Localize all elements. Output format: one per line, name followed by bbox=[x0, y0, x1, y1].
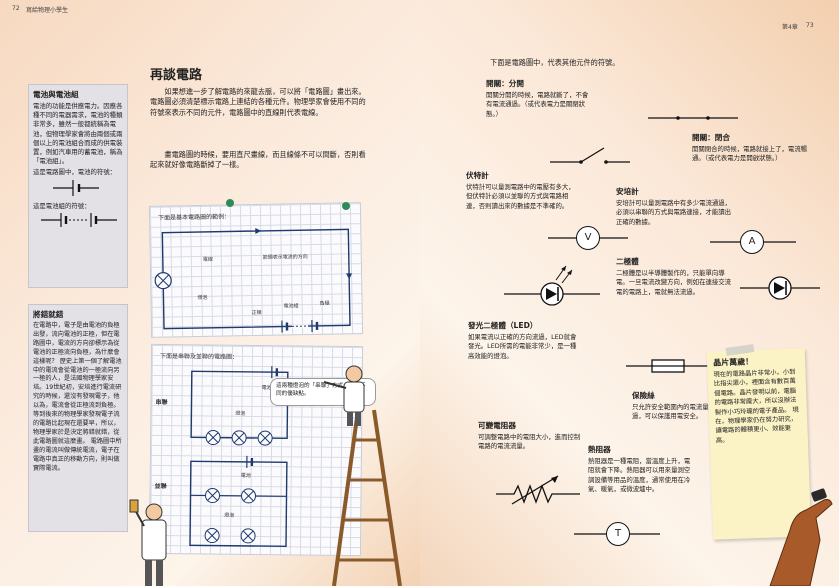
basic-circuit-diagram: 下面是基本電路圖的範例： 電線 燈泡 箭頭表示電流的方向 正極 電池組 負極 bbox=[148, 202, 364, 338]
label-positive: 正極 bbox=[251, 309, 262, 317]
chip-note-text: 現在的電路晶片非常小，小到比指尖還小，裡面含有數百萬個電路。晶片發明以前，電腦的… bbox=[713, 368, 799, 445]
led-icon bbox=[504, 265, 600, 306]
chip-note-title: 晶片萬歲！ bbox=[712, 357, 754, 368]
voltmeter-item: 伏特計 伏特計可以量測電路中的電壓有多大，但伏特計必須以並聯的方式與電路相連，否… bbox=[466, 170, 578, 211]
page-title: 再談電路 bbox=[150, 68, 203, 83]
variable-resistor-text: 可調整電路中的電阻大小，進而控制電路的電流流量。 bbox=[478, 433, 581, 451]
scientist-illustration bbox=[323, 365, 365, 426]
diode-title: 二極體 bbox=[616, 257, 639, 266]
thermistor-item: 熱阻器 熱阻器是一種電阻，當溫度上升，電阻就會下降。熱阻器可以用來量測空調設備等… bbox=[588, 444, 696, 495]
ammeter-item: 安培計 安培計可以量測電路中有多少電流通過，必須以串聯的方式與電路連接，才能讀出… bbox=[616, 186, 732, 227]
scientist-with-battery-illustration bbox=[129, 499, 167, 586]
ammeter-symbol: A bbox=[710, 230, 796, 254]
ammeter-icon: A bbox=[740, 230, 764, 254]
diode-text: 二極體是以半導體製作的，只能單向導電。一旦電流改變方向，例如在連接交流電的電路上… bbox=[616, 269, 732, 296]
left-running-title: 寫給物理小學生 bbox=[26, 7, 69, 14]
variable-resistor-icon bbox=[496, 475, 580, 505]
hand-holding-chip-illustration bbox=[769, 488, 833, 586]
ammeter-text: 安培計可以量測電路中有多少電流通過，必須以串聯的方式與電路連接，才能讀出正確的數… bbox=[616, 199, 732, 226]
conventional-current-box: 將錯就錯 在電路中，電子是由電池的負極出發，流向電池的正極，但在電路圖中，電流的… bbox=[28, 304, 128, 532]
current-box-text: 在電路中，電子是由電池的負極出發，流向電池的正極，但在電路圖中，電流的方向卻標示… bbox=[33, 322, 122, 472]
pin-icon bbox=[342, 202, 350, 210]
voltmeter-icon: V bbox=[576, 226, 600, 250]
thermistor-title: 熱阻器 bbox=[588, 445, 611, 454]
label-negative: 負極 bbox=[319, 300, 330, 307]
battery-group-caption: 這是電池組的符號： bbox=[33, 201, 91, 210]
ammeter-title: 安培計 bbox=[616, 187, 639, 196]
switch-closed-title: 開關：閉合 bbox=[692, 133, 730, 142]
battery-info-box: 電池與電池組 電池的功能是供應電力。因應各種不同的電器需求，電池的種類非常多，雖… bbox=[28, 84, 128, 288]
switch-closed-item: 開關：閉合 開關閉合的時候，電路就接上了，電流暢通。（或代表電力是開啟狀態。） bbox=[692, 132, 812, 164]
closed-switch-icon bbox=[648, 116, 738, 120]
pin-icon bbox=[226, 199, 234, 207]
series-parallel-diagram: 下面是串聯及並聯的電路圖： 串聯 並聯 電池 燈泡 電池 燈泡 bbox=[148, 343, 364, 557]
switch-open-text: 開關分開的時候，電路就斷了，不會有電流通過。（或代表電力是關閉狀態。） bbox=[486, 91, 589, 118]
left-page: 72 寫給物理小學生 再談電路 如果想進一步了解電路的來龍去脈，可以將「電路圖」… bbox=[0, 0, 420, 586]
battery-symbol-icon bbox=[53, 179, 99, 196]
current-box-title: 將錯就錯 bbox=[33, 310, 64, 319]
voltmeter-title: 伏特計 bbox=[466, 171, 489, 180]
variable-resistor-title: 可變電阻器 bbox=[478, 421, 516, 430]
label-current-direction: 箭頭表示電流的方向 bbox=[262, 254, 308, 261]
label-parallel-bulb: 燈泡 bbox=[224, 512, 235, 519]
symbols-intro: 下面是電路圖中，代表其他元件的符號。 bbox=[490, 58, 620, 67]
battery-box-title: 電池與電池組 bbox=[33, 90, 79, 99]
basic-circuit-wires bbox=[154, 228, 353, 333]
open-switch-icon bbox=[550, 147, 630, 164]
fuse-text: 只允許安全範圍內的電流量通過，可以保護用電安全。 bbox=[632, 403, 716, 421]
fuse-item: 保險絲 只允許安全範圍內的電流量通過，可以保護用電安全。 bbox=[632, 390, 720, 422]
diode-item: 二極體 二極體是以半導體製作的，只能單向導電。一旦電流改變方向，例如在連接交流電… bbox=[616, 256, 732, 297]
led-title: 發光二極體（LED） bbox=[468, 321, 538, 330]
switch-open-title: 開關：分開 bbox=[486, 79, 524, 88]
variable-resistor-item: 可變電阻器 可調整電路中的電阻大小，進而控制電路的電流流量。 bbox=[478, 420, 582, 452]
thermistor-text: 熱阻器是一種電阻，當溫度上升，電阻就會下降。熱阻器可以用來量測空調設備等用品的溫… bbox=[588, 457, 691, 494]
voltmeter-text: 伏特計可以量測電路中的電壓有多大，但伏特計必須以並聯的方式與電路相連，否則讀出來… bbox=[466, 183, 575, 210]
label-parallel-battery: 電池 bbox=[240, 472, 251, 479]
series-parallel-wires bbox=[189, 366, 289, 548]
label-wire: 電線 bbox=[202, 256, 213, 263]
switch-closed-text: 開關閉合的時候，電路就接上了，電流暢通。（或代表電力是開啟狀態。） bbox=[692, 145, 808, 163]
ladder-illustration bbox=[332, 409, 402, 586]
right-running-title: 第4章 bbox=[782, 24, 798, 31]
label-bulb: 燈泡 bbox=[197, 294, 208, 302]
switch-open-item: 開關：分開 開關分開的時候，電路就斷了，不會有電流通過。（或代表電力是關閉狀態。… bbox=[486, 78, 594, 119]
battery-box-text: 電池的功能是供應電力。因應各種不同的電器需求，電池的種類非常多，雖然一般都統稱為… bbox=[33, 102, 123, 166]
voltmeter-symbol: V bbox=[548, 226, 628, 250]
diode-icon bbox=[740, 276, 820, 300]
right-page: 第4章 73 下面是電路圖中，代表其他元件的符號。 開關：分開 開關分開的時候，… bbox=[420, 0, 839, 586]
intro-paragraph-2: 畫電路圖的時候，要用直尺畫線，而且線條不可以間斷，否則看起來就好像電路斷掉了一樣… bbox=[150, 150, 366, 170]
intro-paragraph: 如果想進一步了解電路的來龍去脈，可以將「電路圖」畫出來。電路圖必須清楚標示電路上… bbox=[150, 87, 366, 117]
battery-group-symbol-icon bbox=[41, 212, 117, 227]
led-item: 發光二極體（LED） 如果電流以正確的方向流過，LED就會發光。LED所需的電能… bbox=[468, 320, 580, 361]
thermistor-symbol: T bbox=[574, 522, 660, 546]
right-page-number: 73 bbox=[806, 22, 814, 29]
left-page-number: 72 bbox=[12, 5, 20, 12]
label-battery-group: 電池組 bbox=[283, 303, 299, 310]
fuse-icon bbox=[626, 359, 710, 373]
label-series-bulb: 燈泡 bbox=[235, 410, 246, 417]
thermistor-icon: T bbox=[606, 522, 630, 546]
battery-symbol-caption: 這是電路圖中，電池的符號： bbox=[33, 168, 117, 177]
fuse-title: 保險絲 bbox=[632, 391, 655, 400]
led-text: 如果電流以正確的方向流過，LED就會發光。LED所需的電能非常少，是一種高效能的… bbox=[468, 333, 577, 360]
